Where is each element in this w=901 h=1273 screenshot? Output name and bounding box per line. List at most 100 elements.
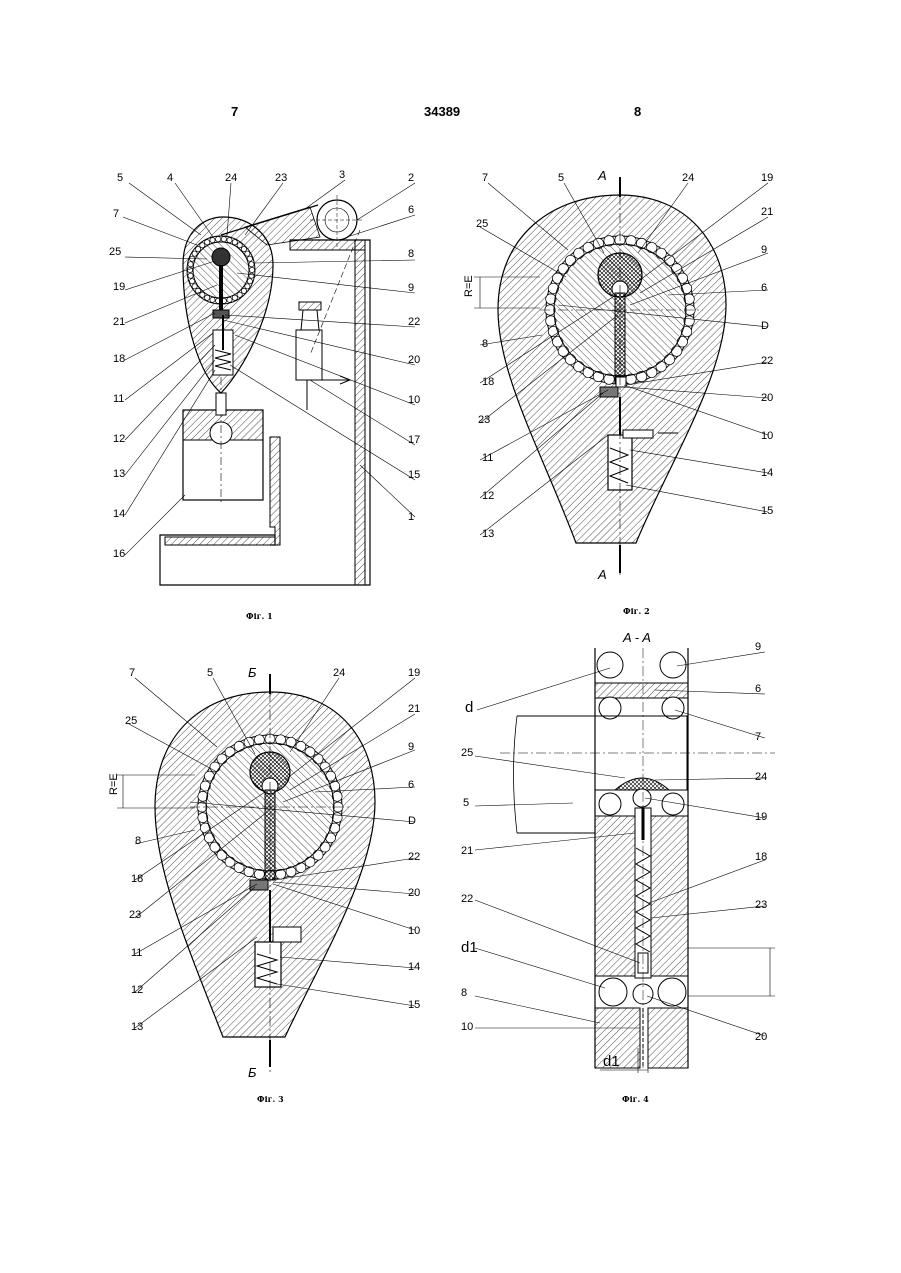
ball-element xyxy=(205,240,210,245)
fig3-label-20: 20 xyxy=(408,887,420,899)
fig4-label-21: 21 xyxy=(461,845,473,857)
fig4-label-18: 18 xyxy=(755,851,767,863)
fig3-label-19: 19 xyxy=(408,667,420,679)
ball-element xyxy=(192,251,197,256)
fig4-label-24: 24 xyxy=(755,771,767,783)
fig4-label-8: 8 xyxy=(461,987,467,999)
fig3-section-b-top: Б xyxy=(248,665,257,680)
fig3-label-18: 18 xyxy=(131,873,143,885)
ball-element xyxy=(188,273,193,278)
ball-element xyxy=(237,243,242,248)
fig2-label-20: 20 xyxy=(761,392,773,404)
ball-element xyxy=(221,237,226,242)
fig2-label-r-e: R=E xyxy=(463,275,475,297)
fig1-label-7: 7 xyxy=(113,208,119,220)
fig2-section-a-top: A xyxy=(597,168,607,183)
ball-element xyxy=(245,251,250,256)
ball-element xyxy=(188,262,193,267)
ball-element xyxy=(247,256,252,261)
ball-element xyxy=(227,238,232,243)
fig1-label-11: 11 xyxy=(113,393,124,405)
fig1-label-16: 16 xyxy=(113,548,125,560)
ball-element xyxy=(249,262,254,267)
fig2-label-5: 5 xyxy=(558,172,564,184)
ball-element xyxy=(232,240,237,245)
fig4-label-19: 19 xyxy=(755,811,767,823)
ball-element xyxy=(227,297,232,302)
fig3-label-9: 9 xyxy=(408,741,414,753)
ball-element xyxy=(192,284,197,289)
fig3-label-11: 11 xyxy=(131,947,142,959)
fig1-label-25: 25 xyxy=(109,246,121,258)
fig2-label-21: 21 xyxy=(761,206,773,218)
fig2-label-8: 8 xyxy=(482,338,488,350)
ball-element xyxy=(237,292,242,297)
fig1-label-22: 22 xyxy=(408,316,420,328)
ball-element xyxy=(232,295,237,300)
fig2-label-25: 25 xyxy=(476,218,488,230)
fig1-label-4: 4 xyxy=(167,172,173,184)
fig2-label-22: 22 xyxy=(761,355,773,367)
fig3-label-14: 14 xyxy=(408,961,420,973)
fig1-label-19: 19 xyxy=(113,281,125,293)
fig2-label-7: 7 xyxy=(482,172,488,184)
fig3-label-r-e: R=E xyxy=(108,773,120,795)
fig4-label-22: 22 xyxy=(461,893,473,905)
fig1-label-18: 18 xyxy=(113,353,125,365)
ball-element xyxy=(195,247,200,252)
fig1-label-6: 6 xyxy=(408,204,414,216)
fig3-label-13: 13 xyxy=(131,1021,143,1033)
fig3-label-d: D xyxy=(408,815,416,827)
figure-2-caption: Фіг. 2 xyxy=(623,606,650,616)
page-number-left: 7 xyxy=(231,104,238,119)
fig4-label-d: d xyxy=(465,699,473,716)
fig2-label-10: 10 xyxy=(761,430,773,442)
fig2-label-13: 13 xyxy=(482,528,494,540)
page-number-right: 8 xyxy=(634,104,641,119)
fig1-label-17: 17 xyxy=(408,434,420,446)
ball-element xyxy=(210,238,215,243)
fig3-label-6: 6 xyxy=(408,779,414,791)
ball-element xyxy=(241,288,246,293)
fig2-label-19: 19 xyxy=(761,172,773,184)
fig1-label-21: 21 xyxy=(113,316,125,328)
fig1-label-5: 5 xyxy=(117,172,123,184)
fig3-label-7: 7 xyxy=(129,667,135,679)
fig1-label-12: 12 xyxy=(113,433,125,445)
ball-element xyxy=(189,279,194,284)
fig1-label-20: 20 xyxy=(408,354,420,366)
figure-3-drawing: Б Б 7 5 24 19 25 21 9 R=E 6 D 8 22 18 20… xyxy=(105,662,435,1092)
fig4-label-d1-bottom: d1 xyxy=(603,1053,620,1070)
ball-element xyxy=(247,279,252,284)
fig3-label-12: 12 xyxy=(131,984,143,996)
fig3-label-5: 5 xyxy=(207,667,213,679)
fig3-section-b-bottom: Б xyxy=(248,1065,257,1080)
fig4-section-title: A - A xyxy=(622,630,651,645)
fig3-label-10: 10 xyxy=(408,925,420,937)
ball-element xyxy=(249,273,254,278)
fig3-label-22: 22 xyxy=(408,851,420,863)
fig4-label-23: 23 xyxy=(755,899,767,911)
fig3-label-25: 25 xyxy=(125,715,137,727)
figure-1-caption: Фіг. 1 xyxy=(246,611,273,621)
ball-element xyxy=(216,237,221,242)
fig2-label-18: 18 xyxy=(482,376,494,388)
fig4-label-20: 20 xyxy=(755,1031,767,1043)
fig1-label-14: 14 xyxy=(113,508,125,520)
figure-1-drawing: 5 4 24 23 3 2 7 6 25 8 19 9 21 22 18 20 … xyxy=(105,165,435,600)
patent-number: 34389 xyxy=(424,104,460,119)
fig1-label-23: 23 xyxy=(275,172,287,184)
fig2-label-11: 11 xyxy=(482,452,493,464)
fig1-label-3: 3 xyxy=(339,169,345,181)
ball-element xyxy=(210,297,215,302)
fig2-label-6: 6 xyxy=(761,282,767,294)
fig1-label-15: 15 xyxy=(408,469,420,481)
fig4-label-10: 10 xyxy=(461,1021,473,1033)
ball-element xyxy=(200,292,205,297)
fig2-label-12: 12 xyxy=(482,490,494,502)
fig2-label-23: 23 xyxy=(478,414,490,426)
fig4-label-6: 6 xyxy=(755,683,761,695)
fig2-label-14: 14 xyxy=(761,467,773,479)
ball-element xyxy=(205,295,210,300)
fig3-label-24: 24 xyxy=(333,667,345,679)
